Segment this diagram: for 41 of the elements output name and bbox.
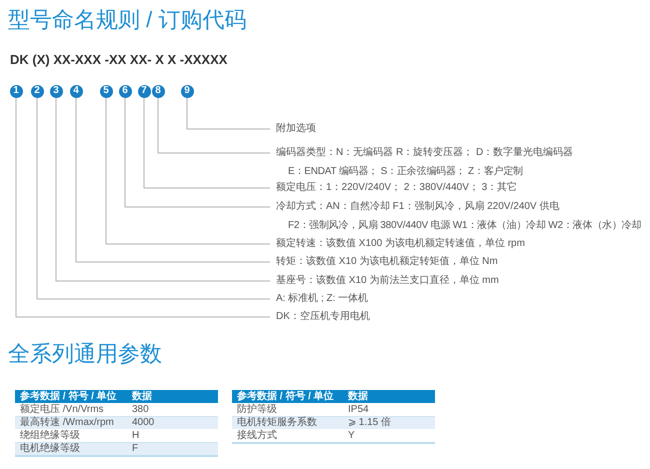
header-cell: 数据 <box>132 390 152 402</box>
leader-line <box>36 97 270 300</box>
description-text: E：ENDAT 编码器； S：正余弦编码器； Z：客户定制 <box>287 166 524 178</box>
header-cell-text: 参考数据 / 符号 / 单位 <box>236 390 335 402</box>
description-text: 基座号：该数值 X10 为前法兰支口直径，单位 mm <box>276 275 500 287</box>
leader-line <box>16 97 270 318</box>
table-cell: 4000 <box>132 417 154 429</box>
table-cell-text: 额定电压 /Vn/Vrms <box>19 404 105 416</box>
description-text: A: 标准机 ; Z: 一体机 <box>276 293 370 305</box>
header-cell: 数据 <box>348 390 368 402</box>
table-cell: IP54 <box>348 404 369 416</box>
leader-line <box>124 97 270 208</box>
leader-line <box>186 97 270 130</box>
title: 型号命名规则 / 订购代码 <box>8 6 246 34</box>
table-cell: Y <box>348 430 355 442</box>
leader-line <box>144 97 270 188</box>
description-text: 转矩：该数值 X10 为该电机额定转矩值，单位 Nm <box>276 256 499 268</box>
description-text: 额定电压：1：220V/240V； 2：380V/440V； 3：其它 <box>276 182 518 194</box>
table-cell-text: 接线方式 <box>236 430 278 442</box>
table-cell: 380 <box>132 404 149 416</box>
table-cell: ⩾ 1.15 倍 <box>348 417 392 429</box>
description-text: F2：强制风冷，风扇 380V/440V 电源 W1：液体（油）冷却 W2：液体（水）冷却 <box>287 220 642 232</box>
description-text: DK：空压机专用电机 <box>276 311 371 323</box>
section-heading: 全系列通用参数 <box>8 340 162 368</box>
table-cell-text: 绕组绝缘等级 <box>19 430 81 442</box>
header-cell-text: 参考数据 / 符号 / 单位 <box>19 390 118 402</box>
table-cell-text: 防护等级 <box>236 404 278 416</box>
description-text: 编码器类型：N：无编码器 R：旋转变压器； D：数字量光电编码器 <box>276 147 574 159</box>
table-cell: F <box>132 443 138 455</box>
table-cell: H <box>132 430 140 442</box>
description-text: 附加选项 <box>276 123 317 135</box>
leader-line <box>158 97 270 154</box>
description-text: 冷却方式：AN：自然冷却 F1：强制风冷，风扇 220V/240V 供电 <box>276 201 560 213</box>
leader-line <box>76 97 270 262</box>
table-cell-text: 电机转矩服务系数 <box>236 417 318 429</box>
table-cell-text: 最高转速 /Wmax/rpm <box>19 417 115 429</box>
leader-line <box>106 97 270 244</box>
table-cell-text: 电机绝缘等级 <box>19 443 81 455</box>
leader-line <box>56 97 270 282</box>
description-text: 额定转速：该数值 X100 为该电机额定转速值，单位 rpm <box>276 238 526 250</box>
model-code: DK (X) XX-XXX -XX XX- X X -XXXXX <box>10 51 228 69</box>
